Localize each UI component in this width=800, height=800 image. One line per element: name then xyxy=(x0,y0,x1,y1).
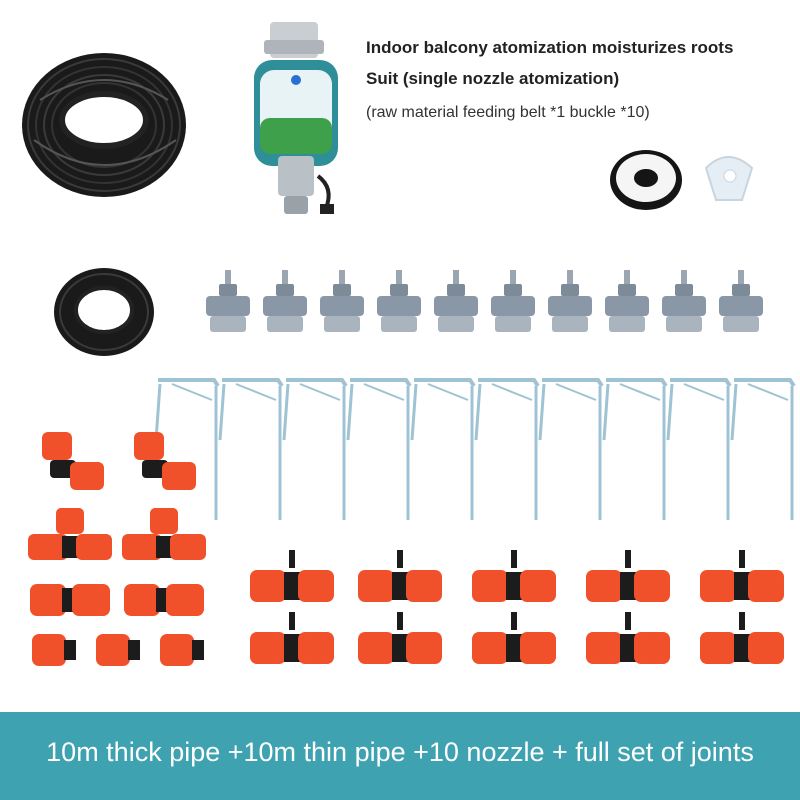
stake xyxy=(282,378,348,520)
nozzle xyxy=(377,270,421,332)
stake xyxy=(474,378,540,520)
banner-text: 10m thick pipe +10m thin pipe +10 nozzle… xyxy=(46,737,754,767)
small-tee-grid xyxy=(250,550,784,664)
elbow-fittings xyxy=(42,432,196,490)
stake xyxy=(218,378,284,520)
end-plugs xyxy=(32,634,204,666)
nozzle xyxy=(206,270,250,332)
small-tee xyxy=(358,550,442,602)
title-line-2: Suit (single nozzle atomization) xyxy=(366,69,620,88)
bottom-banner xyxy=(0,712,800,800)
stake xyxy=(666,378,732,520)
stake xyxy=(410,378,476,520)
sealing-tape-roll xyxy=(610,150,682,210)
small-tee xyxy=(250,612,334,664)
nozzle xyxy=(662,270,706,332)
buckle-clip xyxy=(704,156,754,201)
nozzle xyxy=(491,270,535,332)
nozzle xyxy=(263,270,307,332)
small-tee xyxy=(250,550,334,602)
small-tee xyxy=(358,612,442,664)
stake xyxy=(602,378,668,520)
title-line-1: Indoor balcony atomization moisturizes r… xyxy=(366,38,734,57)
nozzle xyxy=(434,270,478,332)
small-tee xyxy=(586,550,670,602)
tee-fittings xyxy=(28,508,206,560)
stake-row xyxy=(154,378,796,520)
nozzle-row xyxy=(206,270,763,332)
stake xyxy=(538,378,604,520)
package-note: (raw material feeding belt *1 buckle *10… xyxy=(366,104,650,121)
small-tee xyxy=(586,612,670,664)
small-tee xyxy=(700,550,784,602)
nozzle xyxy=(719,270,763,332)
nozzle xyxy=(548,270,592,332)
wifi-timer xyxy=(254,22,338,214)
small-tee xyxy=(472,550,556,602)
small-tee xyxy=(700,612,784,664)
stake xyxy=(154,378,220,520)
nozzle xyxy=(320,270,364,332)
thin-pipe-coil xyxy=(54,268,154,356)
stake xyxy=(730,378,796,520)
stake xyxy=(346,378,412,520)
small-tee xyxy=(472,612,556,664)
thick-pipe-coil xyxy=(22,53,186,197)
straight-connectors xyxy=(30,584,204,616)
product-title: Indoor balcony atomization moisturizes r… xyxy=(366,32,798,94)
nozzle xyxy=(605,270,649,332)
